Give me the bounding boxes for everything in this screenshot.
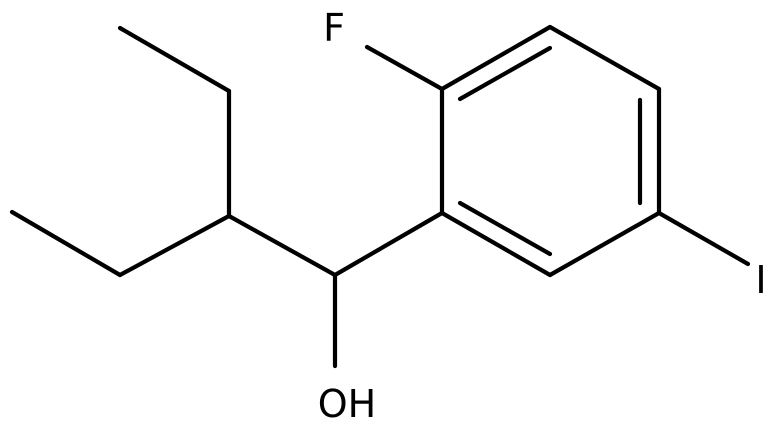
ring-bond-c2-c3 [439,24,553,92]
ring-bond-c6-c1 [439,210,553,278]
ring-bond-c3-c4 [547,24,662,92]
ring-double-bond-c2-c3 [457,45,553,102]
bond-ethyl2-terminal [9,209,123,278]
iodine-label: I [755,258,766,302]
bond-ring-fluorine [364,44,445,92]
bond-ethyl2-ch2 [117,213,232,278]
bond-carbinol-ring [332,210,445,278]
fluorine-label: F [323,6,345,50]
hydroxyl-label: OH [318,382,376,426]
bond-ch-carbinol [226,213,338,278]
bond-ring-iodine [656,210,751,267]
ring-double-bond-c6-c1 [457,200,553,257]
bond-ethyl1-terminal [117,25,232,94]
ring-bond-c5-c6 [547,210,662,278]
